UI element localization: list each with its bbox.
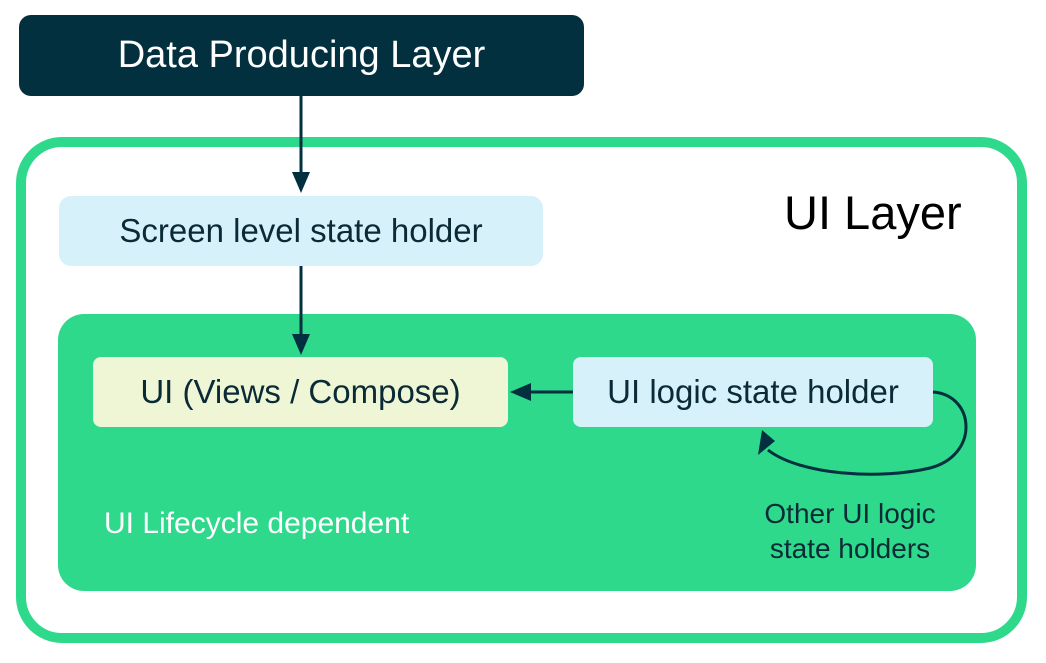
data-producing-layer-label: Data Producing Layer: [117, 34, 486, 76]
ui-logic-state-holder-box: UI logic state holder: [573, 357, 933, 427]
screen-level-state-holder-box: Screen level state holder: [59, 196, 543, 266]
ui-logic-state-holder-label: UI logic state holder: [607, 373, 899, 410]
ui-views-compose-box: UI (Views / Compose): [93, 357, 508, 427]
screen-level-state-holder-label: Screen level state holder: [119, 212, 483, 249]
ui-layer-title: UI Layer: [784, 186, 962, 239]
ui-views-compose-label: UI (Views / Compose): [140, 373, 461, 410]
data-producing-layer-box: Data Producing Layer: [19, 15, 584, 96]
other-ui-logic-state-holders-label: Other UI logic state holders: [764, 498, 936, 564]
ui-lifecycle-dependent-label: UI Lifecycle dependent: [104, 507, 410, 540]
